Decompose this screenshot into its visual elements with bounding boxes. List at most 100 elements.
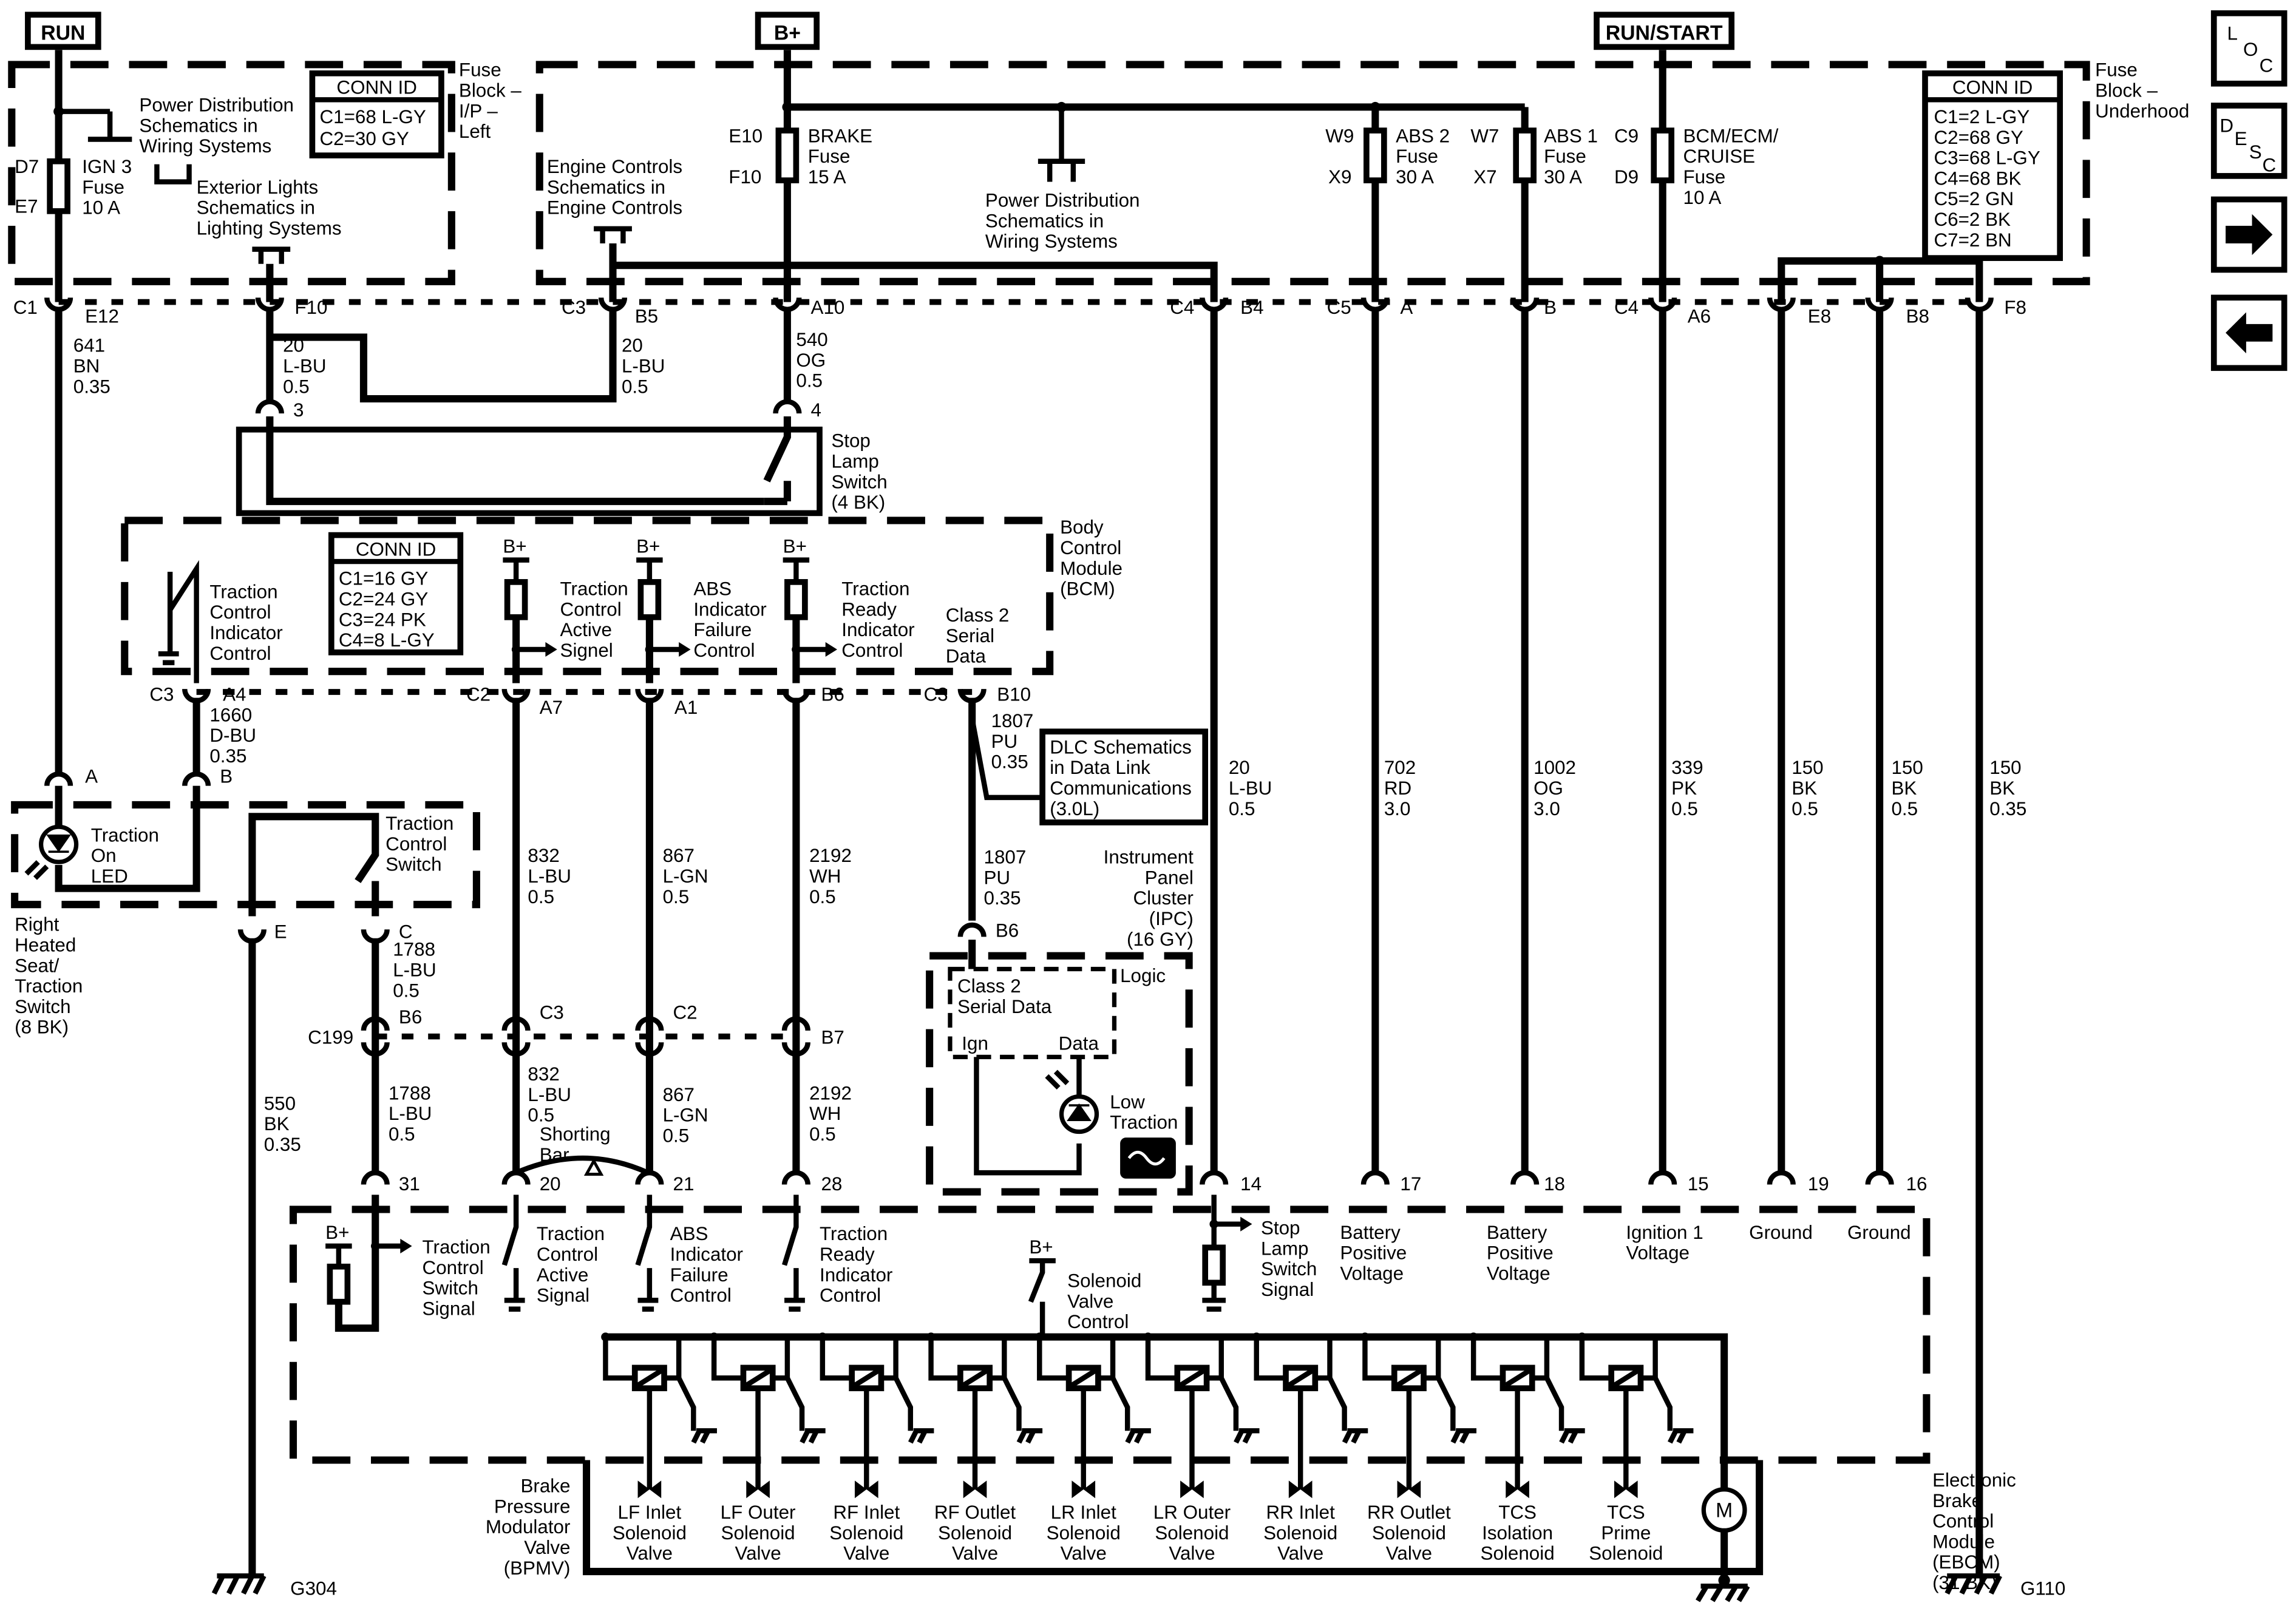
svg-text:BCM/ECM/: BCM/ECM/ [1683, 125, 1779, 146]
svg-text:550: 550 [264, 1093, 296, 1114]
svg-text:Ground: Ground [1847, 1222, 1911, 1243]
svg-text:A7: A7 [540, 697, 563, 718]
svg-text:D7: D7 [15, 156, 39, 177]
svg-text:Control: Control [1932, 1511, 1994, 1532]
svg-text:10 A: 10 A [82, 197, 120, 219]
svg-text:Indicator: Indicator [693, 598, 766, 620]
valve-label: TCS [1607, 1502, 1645, 1523]
next-page-button[interactable] [2210, 196, 2288, 273]
svg-text:Instrument: Instrument [1104, 847, 1194, 868]
abs2-fuse: W9 X9 ABS 2 Fuse 30 A [1325, 125, 1450, 188]
valve-label: Solenoid [938, 1522, 1012, 1544]
svg-text:Class 2: Class 2 [946, 605, 1010, 626]
bcm-ecm-cruise-fuse: C9 D9 BCM/ECM/ CRUISE Fuse 10 A [1614, 125, 1779, 208]
svg-text:0.35: 0.35 [209, 745, 246, 767]
svg-text:Indicator: Indicator [670, 1244, 743, 1265]
svg-text:150: 150 [1792, 757, 1823, 778]
body-control-module: Body Control Module (BCM) CONN ID C1=16 … [121, 517, 1123, 718]
svg-text:Logic: Logic [1120, 965, 1166, 986]
svg-text:641: 641 [73, 335, 105, 356]
svg-text:L-BU: L-BU [393, 960, 436, 981]
valve-label: Solenoid [1589, 1543, 1663, 1564]
svg-text:L-BU: L-BU [528, 1084, 571, 1105]
valve-label: RR Inlet [1266, 1502, 1335, 1523]
svg-text:C4=68 BK: C4=68 BK [1934, 168, 2021, 189]
valve-label: LR Inlet [1051, 1502, 1116, 1523]
svg-text:Data: Data [1059, 1032, 1099, 1054]
svg-text:ABS 2: ABS 2 [1396, 125, 1450, 146]
svg-text:Signal: Signal [1261, 1279, 1314, 1300]
svg-text:339: 339 [1671, 757, 1703, 778]
svg-text:Failure: Failure [670, 1264, 729, 1286]
svg-text:Engine Controls: Engine Controls [547, 156, 682, 177]
valve-label: RF Inlet [833, 1502, 900, 1523]
desc-button[interactable]: D E S C [2210, 103, 2288, 179]
svg-text:W7: W7 [1470, 125, 1499, 146]
svg-text:Signal: Signal [423, 1298, 475, 1319]
svg-text:1807: 1807 [991, 710, 1034, 731]
loc-button[interactable]: L O C [2210, 10, 2288, 87]
shorting-bar: Shorting Bar [515, 1124, 650, 1176]
svg-text:B+: B+ [503, 536, 526, 557]
valve-label: RR Outlet [1367, 1502, 1451, 1523]
fuse-block-underhood: Fuse Block – Underhood CONN ID C1=2 L-GY… [535, 50, 2189, 302]
svg-text:On: On [91, 845, 117, 866]
svg-text:RD: RD [1384, 778, 1411, 799]
svg-text:Control: Control [385, 833, 447, 855]
svg-text:Control: Control [841, 640, 903, 661]
svg-text:Fuse: Fuse [1683, 166, 1726, 188]
valve-label: Valve [735, 1543, 781, 1564]
svg-text:OG: OG [796, 350, 826, 371]
svg-text:(16 GY): (16 GY) [1127, 929, 1194, 950]
svg-text:C3: C3 [540, 1002, 564, 1023]
svg-text:2192: 2192 [809, 1082, 852, 1103]
svg-text:PK: PK [1671, 778, 1697, 799]
svg-text:0.5: 0.5 [663, 886, 690, 907]
valve-label: Valve [1277, 1543, 1323, 1564]
svg-text:28: 28 [821, 1173, 842, 1195]
svg-text:PU: PU [991, 731, 1018, 752]
svg-text:1660: 1660 [209, 704, 252, 725]
svg-text:E: E [2235, 128, 2247, 149]
svg-text:Traction: Traction [91, 824, 159, 846]
svg-text:IGN 3: IGN 3 [82, 156, 132, 177]
svg-text:Switch: Switch [1261, 1258, 1317, 1280]
svg-text:Switch: Switch [15, 996, 70, 1017]
svg-text:CONN ID: CONN ID [336, 77, 416, 98]
svg-text:Exterior Lights: Exterior Lights [197, 177, 319, 198]
valve-label: Isolation [1482, 1522, 1553, 1544]
svg-text:C: C [399, 921, 413, 943]
svg-text:C4=8 L-GY: C4=8 L-GY [339, 629, 435, 651]
svg-text:Traction: Traction [537, 1223, 605, 1244]
svg-text:Control: Control [820, 1285, 881, 1306]
svg-text:Brake: Brake [520, 1476, 570, 1497]
brake-fuse: E10 F10 BRAKE Fuse 15 A [729, 125, 872, 188]
svg-text:Schematics in: Schematics in [985, 210, 1104, 231]
svg-text:C3=68 L-GY: C3=68 L-GY [1934, 147, 2040, 169]
svg-text:Block –: Block – [459, 80, 521, 101]
svg-text:A10: A10 [811, 297, 845, 318]
svg-text:Heated: Heated [15, 934, 76, 955]
svg-text:Control: Control [1060, 537, 1121, 558]
svg-text:L-GN: L-GN [663, 866, 708, 887]
wire-runs [55, 308, 1983, 1576]
svg-text:BK: BK [1891, 778, 1917, 799]
svg-text:Communications: Communications [1050, 778, 1192, 799]
svg-text:S: S [2249, 141, 2262, 163]
svg-text:A4: A4 [223, 683, 246, 705]
svg-text:Fuse: Fuse [1396, 146, 1438, 167]
prev-page-button[interactable] [2210, 294, 2288, 371]
svg-text:C9: C9 [1614, 125, 1639, 146]
svg-text:Underhood: Underhood [2095, 100, 2189, 121]
svg-text:Class 2: Class 2 [957, 975, 1021, 997]
valve-label: Solenoid [613, 1522, 687, 1544]
svg-text:D-BU: D-BU [209, 725, 256, 746]
svg-text:2192: 2192 [809, 845, 852, 866]
svg-text:L-BU: L-BU [1229, 778, 1272, 799]
svg-text:C3: C3 [923, 683, 948, 705]
svg-text:C: C [2260, 55, 2274, 76]
